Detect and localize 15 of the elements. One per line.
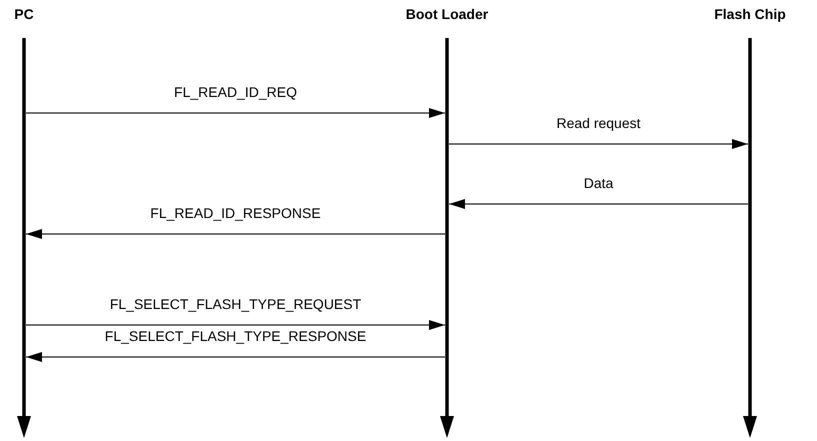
message-label: Data [584,175,614,192]
message-arrow [26,108,446,118]
participant-name: Flash Chip [714,6,786,23]
participant-name: PC [14,6,34,23]
message-label: Read request [556,115,641,132]
message-arrow [448,139,748,149]
message-arrow [26,352,446,362]
message-arrow [26,229,446,239]
message-label: FL_SELECT_FLASH_TYPE_REQUEST [110,296,362,313]
message-label: FL_SELECT_FLASH_TYPE_RESPONSE [104,328,366,345]
message-label: FL_READ_ID_RESPONSE [150,205,321,222]
participant-name: Boot Loader [406,6,488,23]
message-label: FL_READ_ID_REQ [174,84,297,101]
message-arrow [26,320,446,330]
message-arrow [448,199,748,209]
